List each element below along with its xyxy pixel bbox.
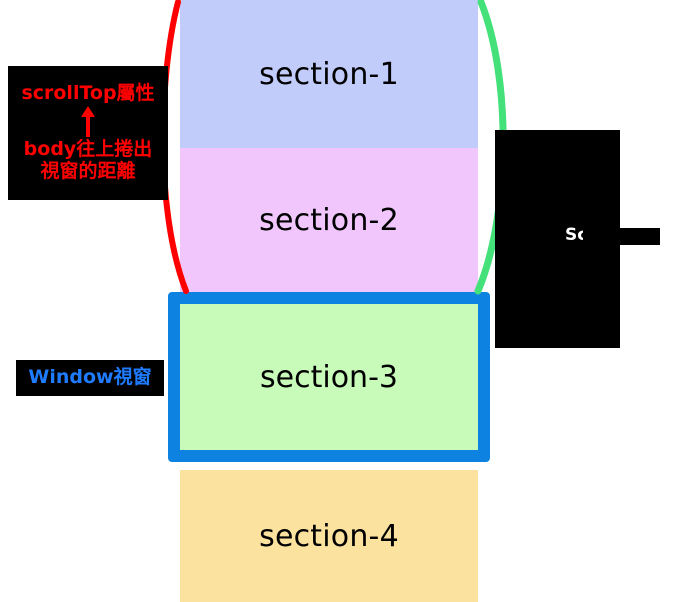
- section-block-3: section-3: [180, 304, 478, 450]
- section-block-2: section-2: [180, 148, 478, 293]
- scrollheight-redaction-bar: [583, 228, 660, 245]
- section-label-3: section-3: [260, 359, 398, 395]
- section-label-1: section-1: [259, 56, 399, 92]
- window-viewport-callout: Window視窗: [16, 360, 164, 396]
- scrolltop-body-line-1: body往上捲出: [23, 138, 153, 161]
- window-viewport-frame: section-3: [168, 292, 490, 462]
- window-viewport-label: Window視窗: [28, 366, 152, 389]
- scrollheight-label: Sc: [565, 225, 588, 245]
- section-block-4: section-4: [180, 470, 478, 602]
- scrolltop-up-arrow-icon: [8, 105, 168, 139]
- section-block-1: section-1: [180, 0, 478, 148]
- section-label-2: section-2: [259, 203, 399, 238]
- scrolltop-heading: scrollTop屬性: [21, 82, 155, 105]
- section-label-4: section-4: [259, 518, 399, 554]
- scrolltop-callout: scrollTop屬性 body往上捲出 視窗的距離: [8, 66, 168, 200]
- scrolltop-body-line-2: 視窗的距離: [40, 159, 136, 182]
